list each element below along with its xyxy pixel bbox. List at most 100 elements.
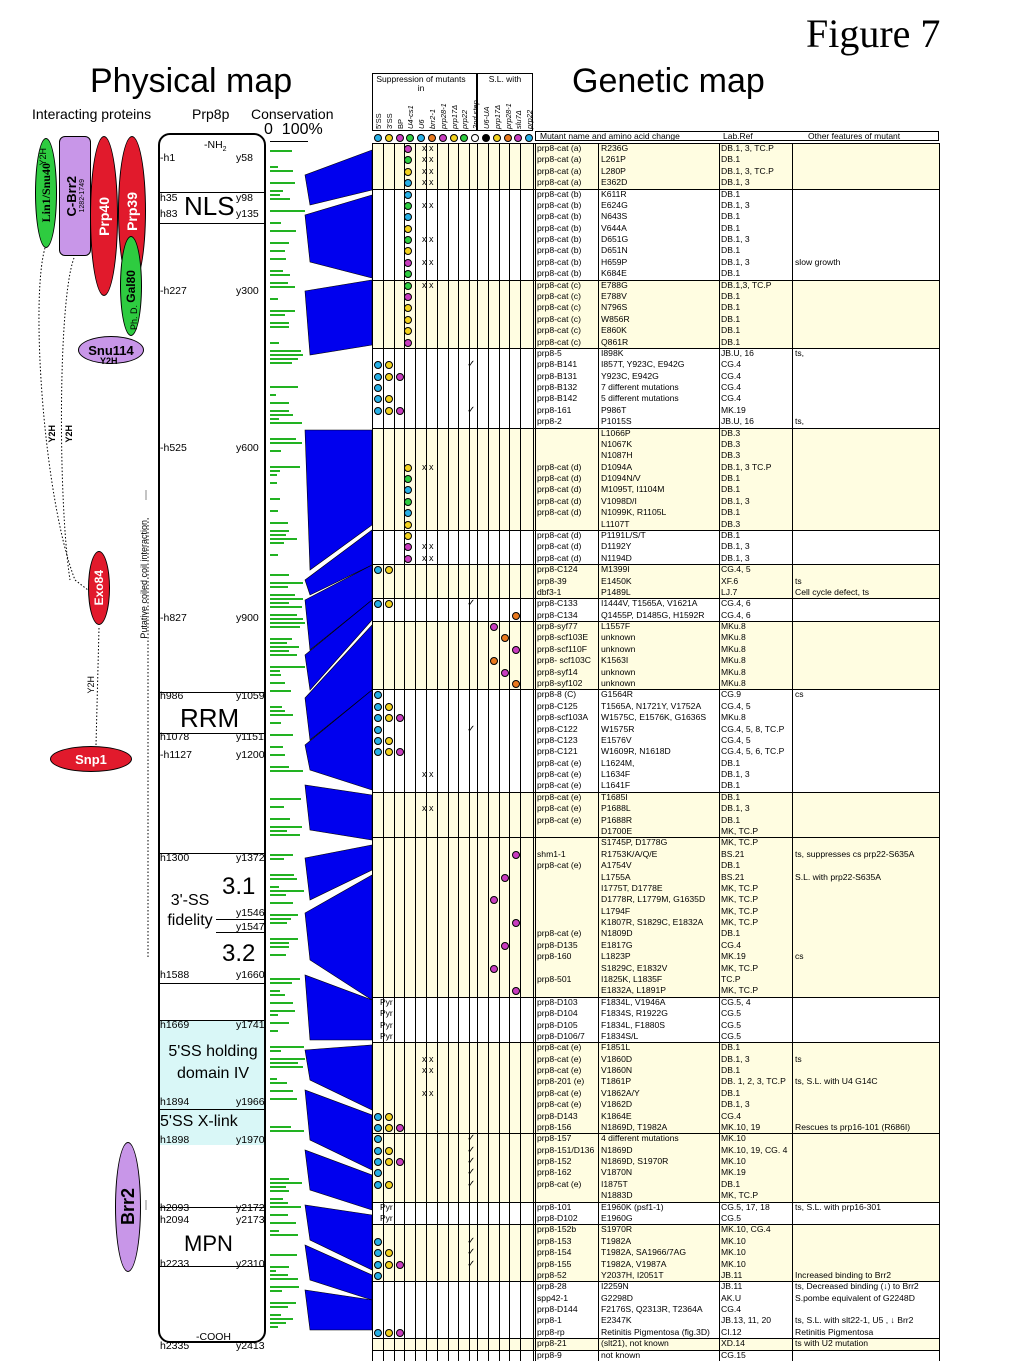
suppression-dot (374, 1146, 382, 1155)
lab-ref: DB.1 (721, 507, 741, 518)
row-group (372, 347, 939, 429)
mutant-name: prp8-cat (e) (537, 1087, 582, 1098)
amino-acid-change: L280P (601, 165, 626, 176)
mutant-dot (404, 179, 412, 188)
sl-dot (490, 896, 498, 905)
lab-ref: DB.1, 3 (721, 769, 750, 780)
mutant-dot (404, 509, 412, 518)
lab-ref: MK, TC.P (721, 962, 759, 973)
conservation-bar (270, 1098, 297, 1100)
mutant-dot (404, 258, 412, 267)
suppression-dot (384, 406, 393, 415)
mutant-name: prp8-cat (d) (537, 541, 582, 552)
mutant-name: prp8-21 (537, 1338, 567, 1349)
lab-ref: MK.19 (721, 404, 746, 415)
conservation-bar (270, 322, 289, 324)
amino-acid-change: I898K (601, 347, 624, 358)
conservation-bar (270, 534, 286, 536)
x-mark: x x (422, 769, 434, 780)
nls-domain: NLS (184, 191, 235, 221)
mpn-domain: MPN (184, 1231, 233, 1256)
conservation-bar (270, 1126, 291, 1128)
lab-ref: DB.1, 3 (721, 256, 750, 267)
conservation-bar (270, 1082, 287, 1084)
amino-acid-change: V1862D (601, 1099, 633, 1110)
amino-acid-change: E1960G (601, 1213, 633, 1224)
other-features: ts, S.L. with U4 G14C (795, 1076, 878, 1087)
suppression-dot (384, 1123, 393, 1132)
mutant-name: prp8-cat (e) (537, 1065, 582, 1076)
mutant-dot (404, 463, 412, 472)
conservation-bar (270, 918, 291, 920)
mutant-name: prp8-B132 (537, 382, 578, 393)
sl-dot (500, 634, 509, 643)
pyr-mark: Pyr (380, 1213, 393, 1224)
lab-ref: BS.21 (721, 871, 745, 882)
marker-h: h1894 (160, 1096, 190, 1108)
amino-acid-change: T1565A, N1721Y, V1752A (601, 700, 702, 711)
legend-dot (395, 134, 404, 142)
row-group (372, 1349, 939, 1362)
conservation-bar (270, 474, 277, 476)
conservation-bar (270, 902, 293, 904)
amino-acid-change: K1807R, S1829C, E1832A (601, 917, 704, 928)
conservation-bar (270, 1314, 281, 1316)
conservation-bar (270, 522, 288, 524)
pyr-mark: Pyr (380, 1019, 393, 1030)
conservation-bar (270, 1234, 298, 1236)
lab-ref: DB.1, 3 (721, 1099, 750, 1110)
amino-acid-change: I1825K, L1835F (601, 973, 663, 984)
x-mark: x x (422, 199, 434, 210)
lab-ref: CG.4, 5, 6, TC.P (721, 746, 785, 757)
amino-acid-change: Y2037H, I2051T (601, 1269, 664, 1280)
mutant-dot (404, 201, 412, 210)
sub-col-header: prp17Δ (449, 104, 459, 129)
conservation-bar (270, 922, 287, 924)
mutant-name: prp8-153 (537, 1235, 572, 1246)
lab-ref: DB.1 (721, 860, 741, 871)
conservation-bar (270, 1326, 278, 1328)
x-mark: x x (422, 461, 434, 472)
amino-acid-change: D1094A (601, 461, 633, 472)
lab-ref: MKu.8 (721, 666, 746, 677)
check-mark: ✓ (467, 1133, 476, 1145)
column-rule (487, 143, 489, 1361)
row-group (372, 621, 939, 691)
lab-ref: DB.1 (721, 302, 741, 313)
suppression-dot (374, 406, 382, 415)
x-mark: x x (422, 541, 434, 552)
marker-h: h1898 (160, 1134, 190, 1146)
conservation-bar (270, 646, 299, 648)
marker-y: y2172 (236, 1202, 265, 1214)
sl-dot (511, 987, 520, 996)
legend-dot (417, 134, 426, 142)
marker-h: h1669 (160, 1019, 190, 1031)
column-rule (447, 143, 449, 1361)
legend-dot (374, 134, 382, 142)
marker-y: y1059 (236, 690, 265, 702)
mutant-name: prp8-5 (537, 347, 562, 358)
column-rule (533, 143, 534, 1361)
conservation-bar (270, 1030, 278, 1032)
amino-acid-change: E788G (601, 279, 628, 290)
mutant-name: prp8-156 (537, 1121, 572, 1132)
amino-acid-change: P1191L/S/T (601, 530, 646, 541)
mutant-name: prp8-cat (b) (537, 199, 582, 210)
mutant-name: prp8-151/D136 (537, 1144, 595, 1155)
mutant-name: prp8-101 (537, 1201, 572, 1212)
marker-h: h986 (160, 690, 184, 702)
sl-dot (511, 850, 520, 859)
